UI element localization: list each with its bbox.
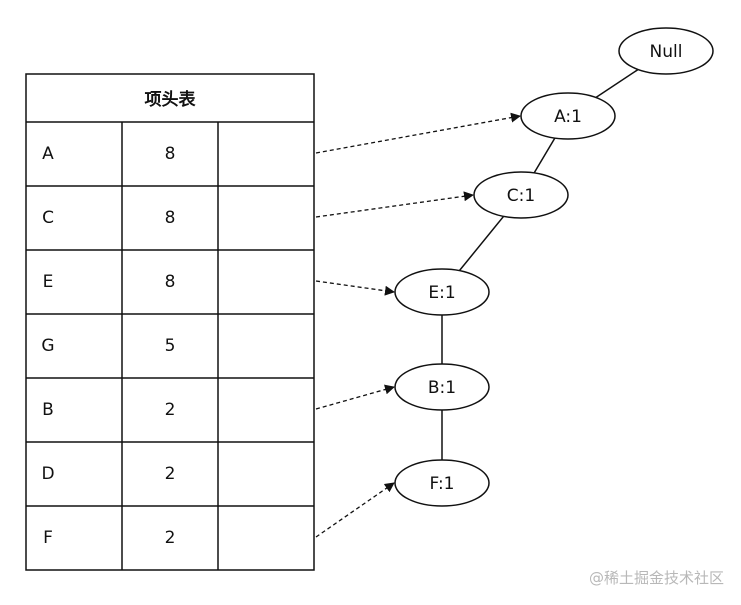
- node-link-arrow-f: [315, 482, 395, 538]
- tree-node-label: B:1: [428, 378, 456, 398]
- item-name-cell: G: [41, 336, 54, 356]
- tree-node-label: Null: [650, 42, 683, 62]
- item-count-cell: 2: [165, 464, 176, 484]
- item-name-cell: B: [42, 400, 54, 420]
- item-name-cell: D: [41, 464, 54, 484]
- tree-node-shape: [618, 27, 714, 75]
- header-table-frame: [25, 73, 315, 571]
- item-count-cell: 2: [165, 528, 176, 548]
- node-link-arrow-e: [315, 280, 395, 296]
- tree-node-shape: [520, 92, 616, 140]
- item-name-cell: F: [43, 528, 53, 548]
- item-name-cell: E: [43, 272, 54, 292]
- tree-node-label: C:1: [507, 186, 535, 206]
- node-link-arrow-c: [315, 191, 474, 218]
- tree-node-label: F:1: [429, 474, 454, 494]
- tree-node-shape: [394, 363, 490, 411]
- tree-node-null: Null: [618, 27, 714, 75]
- node-link-arrow-a: [315, 112, 521, 154]
- tree-node-shape: [473, 171, 569, 219]
- tree-node-a: A:1: [520, 92, 616, 140]
- item-count-cell: 8: [165, 144, 176, 164]
- item-count-cell: 8: [165, 272, 176, 292]
- item-name-cell: C: [42, 208, 54, 228]
- tree-node-e: E:1: [394, 268, 490, 316]
- tree-node-shape: [394, 459, 490, 507]
- item-count-cell: 5: [165, 336, 176, 356]
- tree-node-label: A:1: [554, 107, 582, 127]
- tree-node-c: C:1: [473, 171, 569, 219]
- tree-node-f: F:1: [394, 459, 490, 507]
- tree-node-b: B:1: [394, 363, 490, 411]
- node-link-pointers: [315, 112, 521, 538]
- watermark: @稀土掘金技术社区: [589, 569, 724, 587]
- item-count-cell: 2: [165, 400, 176, 420]
- tree-node-shape: [394, 268, 490, 316]
- tree-node-label: E:1: [428, 283, 455, 303]
- node-link-arrow-b: [315, 384, 395, 410]
- header-table-title: 项头表: [145, 89, 197, 110]
- item-count-cell: 8: [165, 208, 176, 228]
- item-name-cell: A: [42, 144, 54, 164]
